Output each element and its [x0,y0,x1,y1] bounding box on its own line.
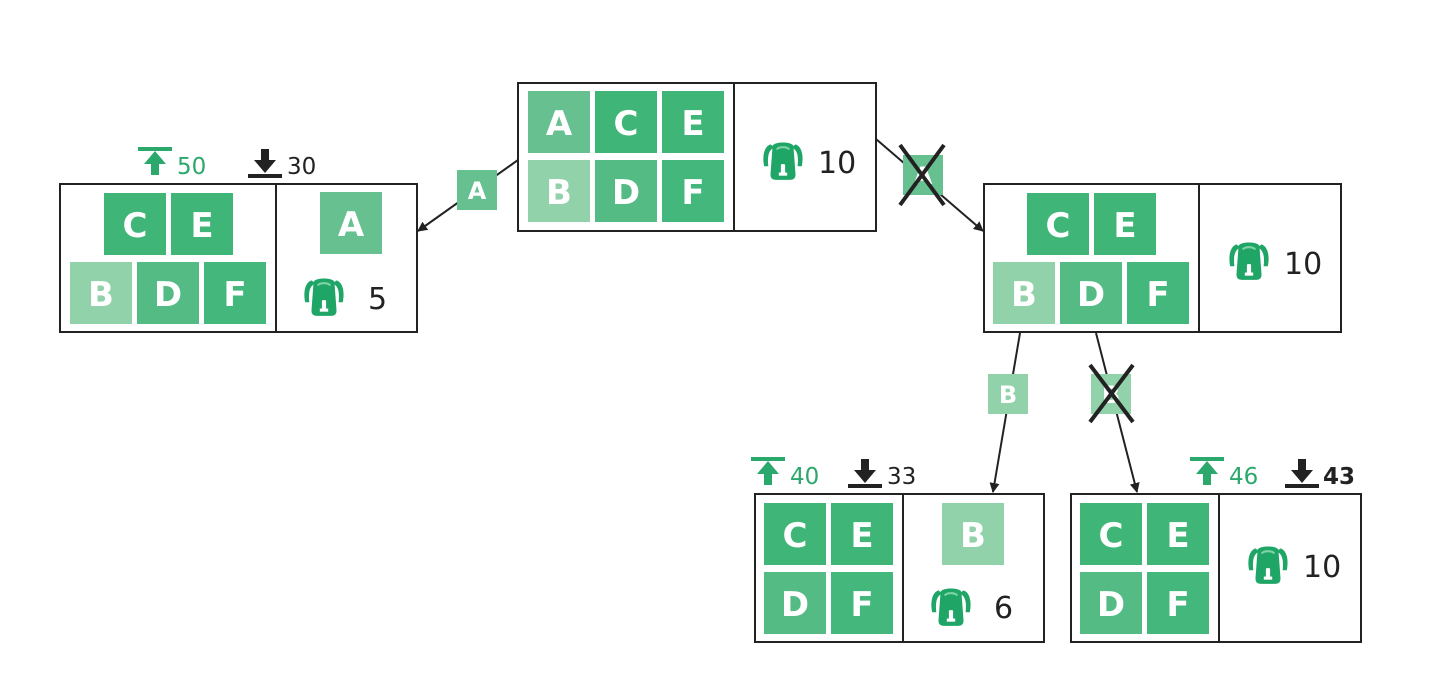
tile-e [171,193,233,255]
tile-e-label: E [1166,516,1189,556]
tile-d-label: D [1097,585,1125,625]
node-root-value: 10 [818,146,856,181]
edge-right-bottom-left-label-tile [988,374,1028,414]
tile-d-label: D [781,585,809,625]
tile-f [1127,262,1189,324]
edge-right-bottom-right-label: B [1088,363,1135,424]
tile-f [662,160,724,222]
tile-a [528,91,590,153]
tile-b-label: B [546,173,572,213]
node-bottom-left: 40 33 C E D F B 6 [751,457,1045,643]
edge-root-left-label-text: A [468,177,487,205]
tile-d-label: D [154,275,182,315]
tile-e-label: E [850,516,873,556]
upper-bound: 50 [138,147,206,180]
edge-right-bottom-left-label-text: B [999,381,1017,409]
lower-bound: 30 [248,149,316,180]
tile-a-label: A [546,104,573,144]
tile-c-label: C [614,104,639,144]
lower-bound: 33 [848,459,916,490]
tile-e-label: E [1113,206,1136,246]
lower-bound-value: 33 [887,464,916,490]
edge-root-right-label: A [898,143,946,207]
tile-d [1080,572,1142,634]
arrow-down-bar-icon [848,459,882,488]
upper-bound-value: 40 [790,464,819,490]
edge-right-bottom-left-label: B [988,374,1028,414]
node-left: 50 30 C E B D F A 5 [59,147,418,333]
node-right: C E B D F 10 [983,183,1342,333]
node-bottom-right-value-box [1218,493,1362,643]
upper-bound-value: 50 [177,154,206,180]
tile-d-label: D [1077,275,1105,315]
tile-b [70,262,132,324]
tile-c [595,91,657,153]
tile-b [528,160,590,222]
tile-d [137,262,199,324]
tile-c [1027,193,1089,255]
tile-b-label: B [88,275,114,315]
tile-e [1147,503,1209,565]
node-bottom-right-value: 10 [1303,550,1341,585]
tile-e [1094,193,1156,255]
tile-e [662,91,724,153]
edge-root-left-label: A [457,170,497,210]
arrow-up-bar-icon [138,147,172,175]
lower-bound: 43 [1285,459,1355,490]
tile-f [204,262,266,324]
tile-c [104,193,166,255]
tile-f-label: F [850,585,873,625]
tile-b-label: B [960,516,986,556]
arrow-down-bar-icon [248,149,282,178]
upper-bound-value: 46 [1229,464,1258,490]
tile-f [1147,572,1209,634]
tile-a [320,192,382,254]
tile-f-label: F [1166,585,1189,625]
tile-e [831,503,893,565]
tile-c-label: C [1046,206,1071,246]
node-bottom-left-value: 6 [994,591,1013,626]
exclusion-cross-icon [1088,363,1135,424]
tile-d-label: D [612,173,640,213]
tile-b [942,503,1004,565]
tile-d [1060,262,1122,324]
tile-b [993,262,1055,324]
exclusion-cross-icon [898,143,946,207]
lower-bound-value: 43 [1323,464,1355,490]
node-bottom-right: 46 43 C E D F 10 [1070,457,1362,643]
tile-c-label: C [783,516,808,556]
lower-bound-value: 30 [287,154,316,180]
tile-f-label: F [1146,275,1169,315]
node-right-value: 10 [1284,247,1322,282]
tile-c [1080,503,1142,565]
tile-c-label: C [1099,516,1124,556]
tile-b-label: B [1011,275,1037,315]
upper-bound: 46 [1190,457,1258,490]
tile-c [764,503,826,565]
tile-d [764,572,826,634]
edge-root-left-label-tile [457,170,497,210]
tile-f-label: F [223,275,246,315]
node-root: A C E B D F 10 [517,82,877,232]
node-left-value: 5 [368,282,387,317]
arrow-down-bar-icon [1285,459,1319,488]
node-root-value-box [733,82,877,232]
upper-bound: 40 [751,457,819,490]
arrow-up-bar-icon [1190,457,1224,485]
tile-d [595,160,657,222]
tile-c-label: C [123,206,148,246]
tile-e-label: E [190,206,213,246]
tile-e-label: E [681,104,704,144]
tile-f [831,572,893,634]
tile-a-label: A [338,205,365,245]
node-right-value-box [1198,183,1342,333]
arrow-up-bar-icon [751,457,785,485]
tile-f-label: F [681,173,704,213]
